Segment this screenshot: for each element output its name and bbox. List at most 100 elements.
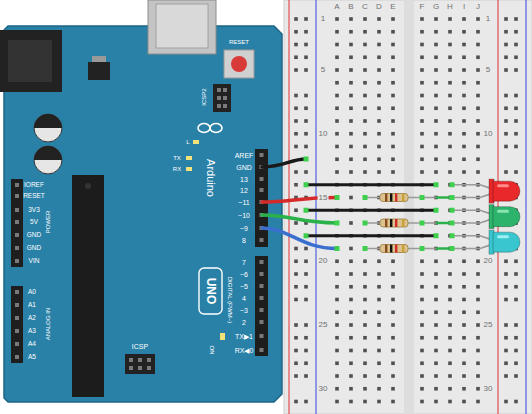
breadboard-hole <box>391 374 395 378</box>
breadboard-hole <box>349 17 353 21</box>
breadboard-hole <box>335 336 339 340</box>
breadboard-hole <box>391 310 395 314</box>
breadboard-hole <box>304 285 308 289</box>
breadboard-hole <box>294 43 298 47</box>
breadboard-hole <box>349 374 353 378</box>
led-leg <box>452 245 490 248</box>
breadboard-hole <box>420 145 424 149</box>
resistor-band <box>395 245 397 253</box>
header-label: ANALOG IN <box>45 308 51 341</box>
breadboard-hole <box>434 68 438 72</box>
breadboard-hole <box>349 196 353 200</box>
breadboard-hole <box>504 285 508 289</box>
breadboard-hole <box>363 259 367 263</box>
breadboard-hole <box>462 17 466 21</box>
breadboard-hole <box>349 285 353 289</box>
header-pin <box>223 96 227 100</box>
column-letter: F <box>420 3 425 11</box>
header-pin <box>15 290 19 294</box>
usb-connector-face <box>156 4 208 48</box>
pin-label: A3 <box>28 328 36 335</box>
arduino-logo <box>210 124 222 133</box>
breadboard-hole <box>462 43 466 47</box>
breadboard-hole <box>304 323 308 327</box>
breadboard-hole <box>504 272 508 276</box>
breadboard-hole <box>462 132 466 136</box>
uno-outline <box>199 268 222 314</box>
breadboard-hole <box>363 81 367 85</box>
row-number: 30 <box>483 385 494 393</box>
breadboard-hole <box>420 94 424 98</box>
connection-dot <box>450 233 455 238</box>
breadboard-hole <box>377 272 381 276</box>
pin-label: A0 <box>28 289 36 296</box>
breadboard-hole <box>391 145 395 149</box>
breadboard-hole <box>363 272 367 276</box>
breadboard-hole <box>363 55 367 59</box>
column-letter: D <box>376 3 382 11</box>
pin-label: IOREF <box>24 182 44 189</box>
breadboard-hole <box>514 119 518 123</box>
header-pin <box>15 194 19 198</box>
resistor-body <box>380 245 408 253</box>
breadboard-hole <box>335 30 339 34</box>
led-dome <box>493 181 520 201</box>
breadboard-hole <box>434 285 438 289</box>
breadboard-hole <box>476 145 480 149</box>
resistor-band <box>385 194 387 202</box>
breadboard-hole <box>349 145 353 149</box>
digital-header <box>255 149 268 247</box>
breadboard-hole <box>448 272 452 276</box>
breadboard-hole <box>335 94 339 98</box>
breadboard-hole <box>294 17 298 21</box>
breadboard-hole <box>335 298 339 302</box>
breadboard-hole <box>363 247 367 251</box>
breadboard-hole <box>434 94 438 98</box>
breadboard-hole <box>514 17 518 21</box>
breadboard-hole <box>514 68 518 72</box>
breadboard-hole <box>420 298 424 302</box>
breadboard-hole <box>349 387 353 391</box>
capacitor-top <box>34 114 62 128</box>
power-jack <box>0 30 62 92</box>
breadboard-hole <box>514 30 518 34</box>
breadboard-hole <box>294 106 298 110</box>
breadboard-hole <box>304 43 308 47</box>
breadboard-hole <box>363 400 367 404</box>
header-pin <box>15 303 19 307</box>
breadboard-hole <box>377 55 381 59</box>
ground-rail-line <box>315 0 316 414</box>
breadboard-hole <box>304 336 308 340</box>
header-pin <box>15 220 19 224</box>
breadboard-hole <box>294 183 298 187</box>
breadboard-hole <box>294 145 298 149</box>
ground-wire <box>262 159 306 167</box>
breadboard-hole <box>420 323 424 327</box>
breadboard-hole <box>304 400 308 404</box>
breadboard-hole <box>377 374 381 378</box>
pin-label: ~5 <box>240 283 248 290</box>
breadboard <box>284 0 532 414</box>
breadboard-hole <box>335 119 339 123</box>
breadboard-hole <box>335 157 339 161</box>
breadboard-hole <box>363 285 367 289</box>
breadboard-hole <box>476 336 480 340</box>
breadboard-hole <box>363 374 367 378</box>
ground-jumper <box>306 183 436 186</box>
row-number: 10 <box>483 130 494 138</box>
breadboard-hole <box>448 157 452 161</box>
breadboard-hole <box>349 132 353 136</box>
breadboard-hole <box>434 157 438 161</box>
connection-dot <box>304 157 309 162</box>
breadboard-hole <box>448 323 452 327</box>
breadboard-hole <box>514 259 518 263</box>
breadboard-hole <box>514 298 518 302</box>
breadboard-hole <box>349 361 353 365</box>
breadboard-hole <box>294 221 298 225</box>
pin-label: ~6 <box>240 271 248 278</box>
row-number: 20 <box>318 257 329 265</box>
breadboard-hole <box>391 387 395 391</box>
led-label: TX <box>173 155 181 161</box>
resistor-body <box>380 219 408 227</box>
